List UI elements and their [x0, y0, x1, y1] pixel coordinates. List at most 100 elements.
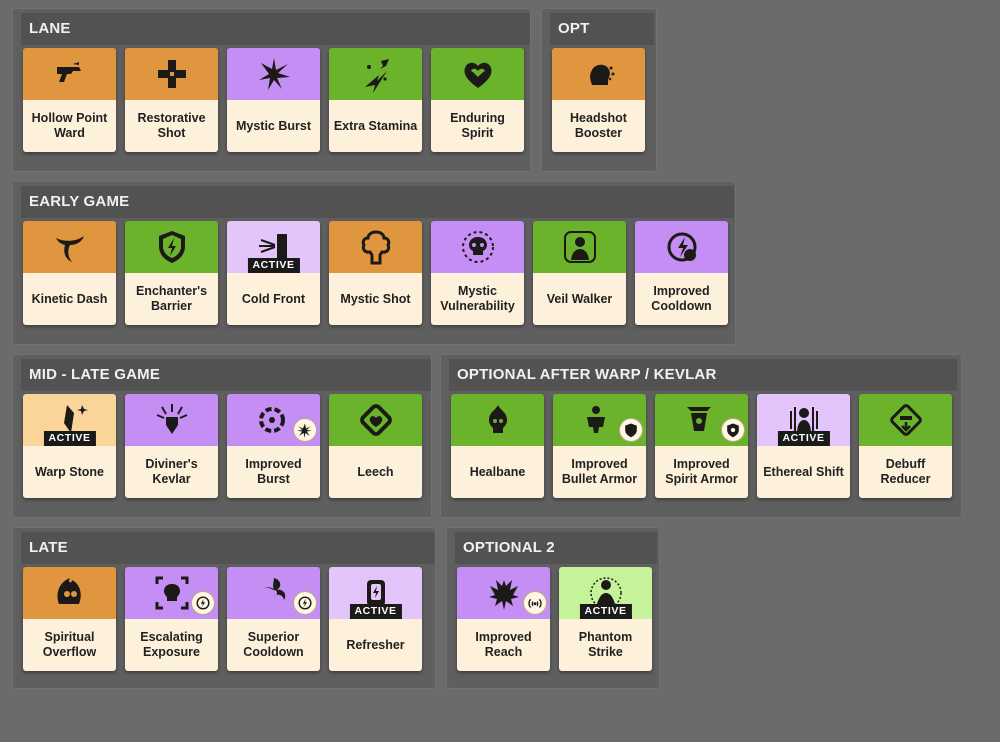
- section-title: LATE: [21, 532, 435, 564]
- item-label: Restorative Shot: [125, 100, 218, 152]
- section-title: OPT: [550, 13, 654, 45]
- item-icon-area: [329, 48, 422, 100]
- item-label: Improved Burst: [227, 446, 320, 498]
- item-card-heart-wings[interactable]: Enduring Spirit: [431, 48, 524, 152]
- item-icon-area: [859, 394, 952, 446]
- item-card-swirl[interactable]: Superior Cooldown: [227, 567, 320, 671]
- refresher-icon: [357, 574, 395, 612]
- diviner-icon: [153, 401, 191, 439]
- item-label: Warp Stone: [23, 446, 116, 498]
- item-label: Hollow Point Ward: [23, 100, 116, 152]
- item-label: Improved Bullet Armor: [553, 446, 646, 498]
- active-tag: ACTIVE: [579, 604, 632, 619]
- crystal-icon: [51, 401, 89, 439]
- item-icon-area: [125, 567, 218, 619]
- item-card-bullet-armor[interactable]: Improved Bullet Armor: [553, 394, 646, 498]
- ethereal-figure-icon: [785, 401, 823, 439]
- item-card-veil-figure[interactable]: Veil Walker: [533, 221, 626, 325]
- item-card-burst-ring[interactable]: Improved Burst: [227, 394, 320, 498]
- item-label: Extra Stamina: [329, 100, 422, 152]
- item-card-skull-ring[interactable]: Mystic Vulnerability: [431, 221, 524, 325]
- spark-burst-icon: [255, 55, 293, 93]
- item-label: Escalating Exposure: [125, 619, 218, 671]
- item-card-medical-cross[interactable]: Restorative Shot: [125, 48, 218, 152]
- item-icon-area: [635, 221, 728, 273]
- item-icon-area: [23, 567, 116, 619]
- item-card-target-skull[interactable]: Escalating Exposure: [125, 567, 218, 671]
- item-label: Mystic Burst: [227, 100, 320, 152]
- cooldown-badge-icon: [293, 591, 317, 615]
- item-label: Veil Walker: [533, 273, 626, 325]
- item-icon-area: [227, 567, 320, 619]
- item-label: Refresher: [329, 619, 422, 671]
- item-card-diviner[interactable]: Diviner's Kevlar: [125, 394, 218, 498]
- spirit-armor-icon: [683, 401, 721, 439]
- headshot-icon: [580, 55, 618, 93]
- item-icon-area: ACTIVE: [329, 567, 422, 619]
- flaming-skull-icon: [51, 574, 89, 612]
- leech-icon: [357, 401, 395, 439]
- item-icon-area: [533, 221, 626, 273]
- active-tag: ACTIVE: [777, 431, 830, 446]
- item-icon-area: [23, 221, 116, 273]
- section-title: MID - LATE GAME: [21, 359, 431, 391]
- item-label: Phantom Strike: [559, 619, 652, 671]
- item-card-spirit-armor[interactable]: Improved Spirit Armor: [655, 394, 748, 498]
- item-card-scarf[interactable]: Kinetic Dash: [23, 221, 116, 325]
- item-icon-area: [457, 567, 550, 619]
- item-icon-area: ACTIVE: [757, 394, 850, 446]
- reach-wings-icon: [485, 574, 523, 612]
- item-icon-area: ACTIVE: [559, 567, 652, 619]
- item-card-explosion[interactable]: Mystic Shot: [329, 221, 422, 325]
- active-tag: ACTIVE: [43, 431, 96, 446]
- item-label: Superior Cooldown: [227, 619, 320, 671]
- item-card-shield-bolt[interactable]: Enchanter's Barrier: [125, 221, 218, 325]
- item-card-pistol[interactable]: Hollow Point Ward: [23, 48, 116, 152]
- item-icon-area: [431, 48, 524, 100]
- section-title: OPTIONAL 2: [455, 532, 657, 564]
- spark-badge-icon: [293, 418, 317, 442]
- item-card-stamina-dash[interactable]: Extra Stamina: [329, 48, 422, 152]
- item-icon-area: ACTIVE: [23, 394, 116, 446]
- item-card-flaming-skull[interactable]: Spiritual Overflow: [23, 567, 116, 671]
- item-card-healbane-skull[interactable]: Healbane: [451, 394, 544, 498]
- section-title: OPTIONAL AFTER WARP / KEVLAR: [449, 359, 957, 391]
- item-icon-area: [23, 48, 116, 100]
- item-label: Mystic Shot: [329, 273, 422, 325]
- item-card-reach-wings[interactable]: Improved Reach: [457, 567, 550, 671]
- item-icon-area: [431, 221, 524, 273]
- bullet-armor-icon: [581, 401, 619, 439]
- item-card-leech[interactable]: Leech: [329, 394, 422, 498]
- item-icon-area: [125, 48, 218, 100]
- healbane-skull-icon: [479, 401, 517, 439]
- item-card-debuff-reducer[interactable]: Debuff Reducer: [859, 394, 952, 498]
- active-tag: ACTIVE: [349, 604, 402, 619]
- item-icon-area: ACTIVE: [227, 221, 320, 273]
- medical-cross-icon: [153, 55, 191, 93]
- item-label: Diviner's Kevlar: [125, 446, 218, 498]
- item-label: Healbane: [451, 446, 544, 498]
- item-card-spark-burst[interactable]: Mystic Burst: [227, 48, 320, 152]
- item-label: Mystic Vulnerability: [431, 273, 524, 325]
- item-card-headshot[interactable]: Headshot Booster: [552, 48, 645, 152]
- cold-front-icon: [255, 228, 293, 266]
- item-label: Improved Reach: [457, 619, 550, 671]
- item-label: Headshot Booster: [552, 100, 645, 152]
- item-card-cooldown[interactable]: Improved Cooldown: [635, 221, 728, 325]
- item-icon-area: [125, 221, 218, 273]
- item-label: Enduring Spirit: [431, 100, 524, 152]
